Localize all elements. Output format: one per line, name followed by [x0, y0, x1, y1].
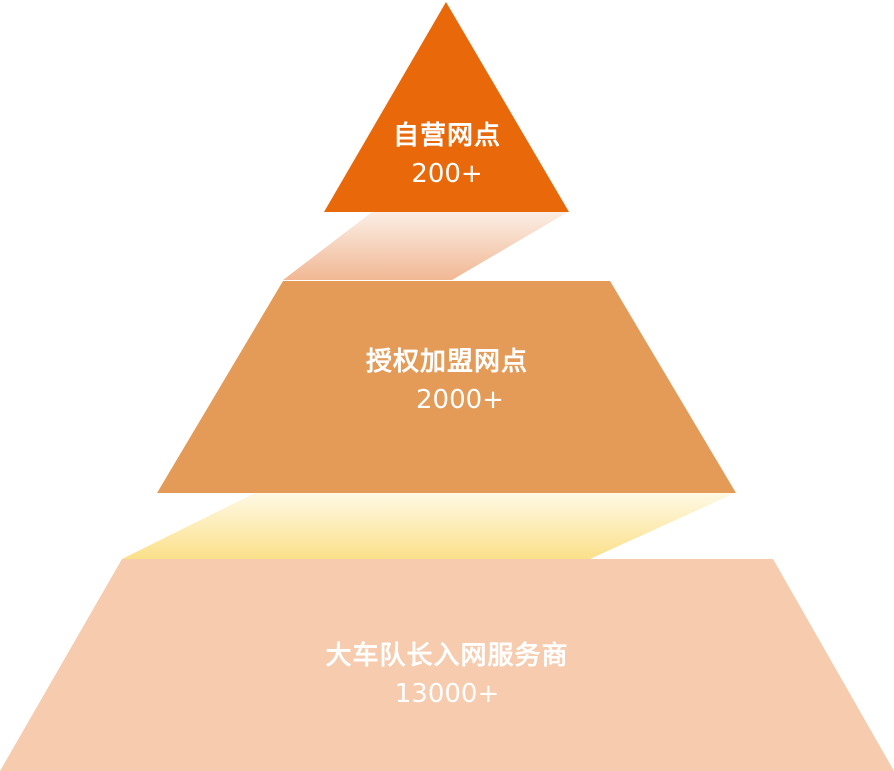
tier-bottom-shape — [0, 559, 894, 771]
tier-middle-name: 授权加盟网点 — [365, 347, 528, 377]
tier-top-name: 自营网点 — [392, 121, 501, 151]
tier-top-count: 200+ — [411, 159, 483, 189]
tier-middle-count: 2000+ — [416, 385, 504, 415]
connector-top-middle — [283, 212, 568, 280]
tier-top-label: 自营网点 200+ — [0, 117, 894, 193]
tier-bottom-label: 大车队长入网服务商 13000+ — [0, 637, 894, 713]
tier-middle-label: 授权加盟网点 2000+ — [0, 343, 894, 419]
connector-middle-bottom — [122, 493, 735, 559]
tier-bottom-count: 13000+ — [394, 679, 500, 709]
tier-middle-shape — [157, 281, 736, 493]
tier-top-shape — [324, 2, 569, 212]
tier-bottom-name: 大车队长入网服务商 — [325, 641, 569, 671]
